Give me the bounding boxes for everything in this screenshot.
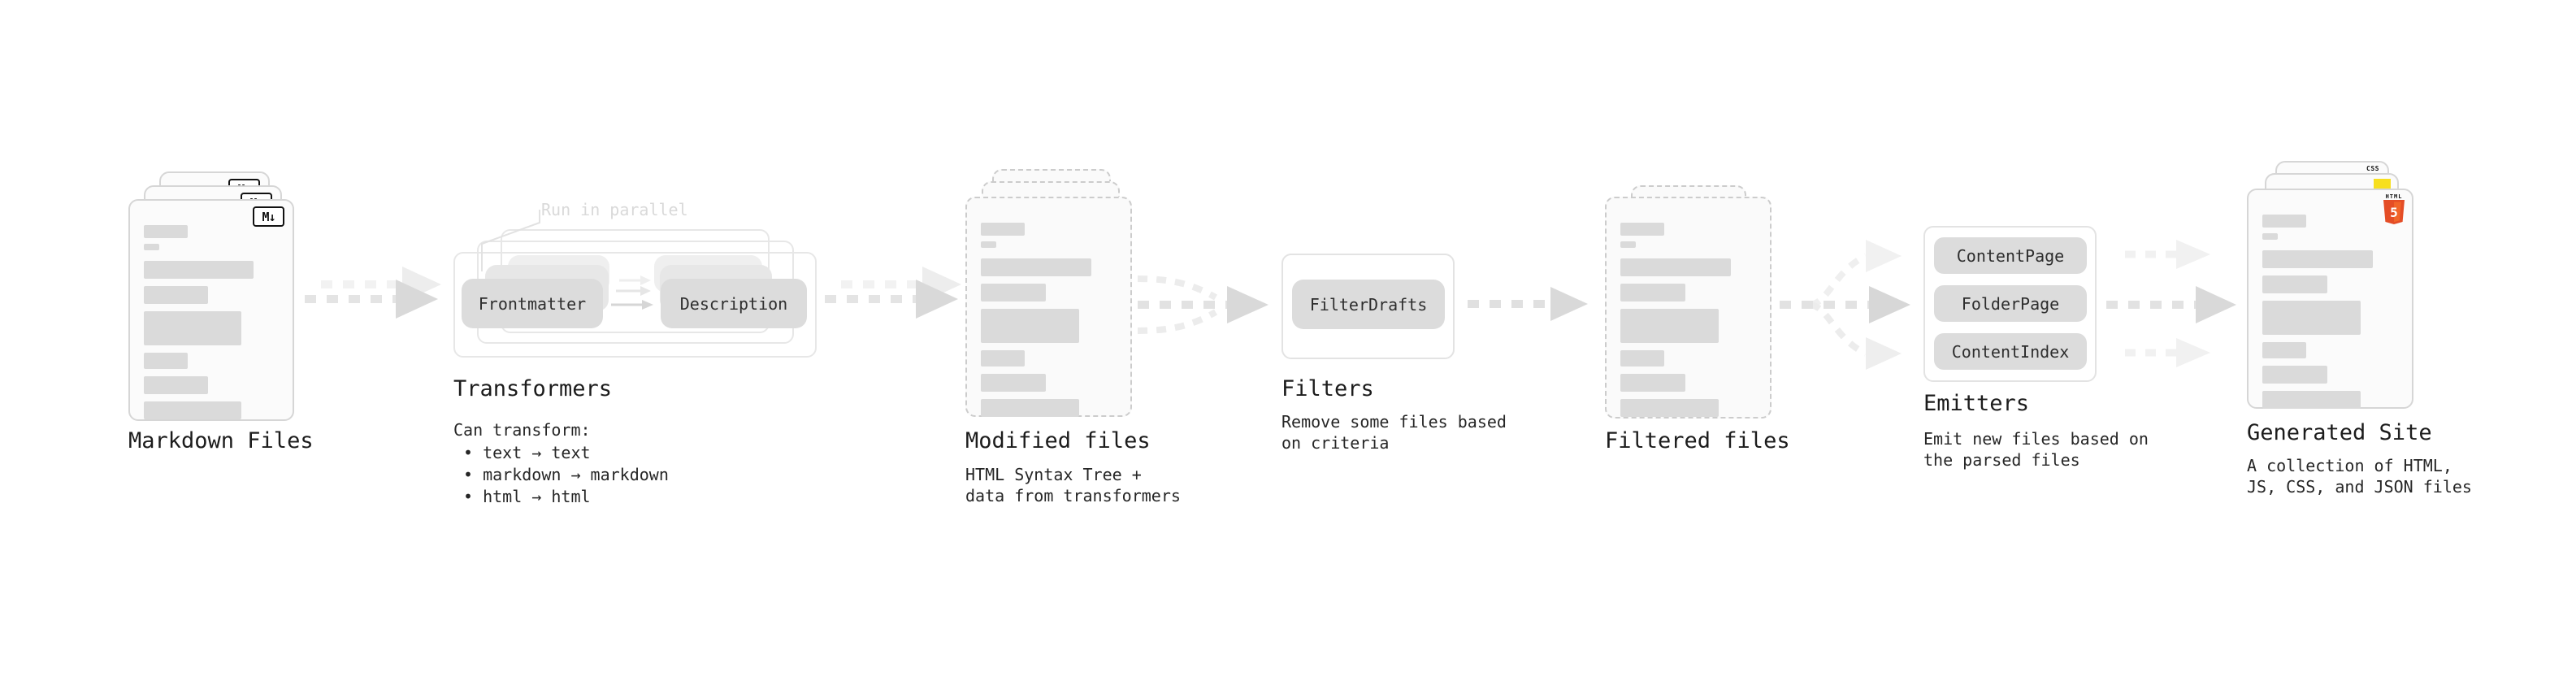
transformers-heading: Transformers: [453, 376, 613, 401]
emitters-heading: Emitters: [1923, 391, 2030, 416]
generated-site-heading: Generated Site: [2247, 420, 2432, 445]
transformers-bullet: • markdown → markdown: [463, 465, 669, 484]
transformers-bullet: • html → html: [463, 487, 591, 506]
generated-site-subtitle: JS, CSS, and JSON files: [2247, 477, 2472, 497]
filters-heading: Filters: [1281, 376, 1374, 401]
emitter-pill-contentpage: ContentPage: [1934, 237, 2087, 274]
filters-subtitle: on criteria: [1281, 433, 1390, 453]
emitters-frame: [1923, 226, 2097, 382]
transformer-pill-frontmatter: Frontmatter: [462, 279, 603, 328]
flow-arrow-stacked: [825, 267, 961, 319]
flow-arrows-parallel: [2106, 240, 2236, 367]
run-in-parallel-annotation: Run in parallel: [541, 200, 688, 219]
filtered-files-heading: Filtered files: [1605, 428, 1790, 453]
emitters-subtitle: Emit new files based on: [1923, 429, 2149, 449]
html5-icon: HTML 5: [2383, 193, 2405, 228]
emitter-pill-contentindex: ContentIndex: [1934, 333, 2087, 370]
generated-site-subtitle: A collection of HTML,: [2247, 456, 2452, 475]
filter-pill-filterdrafts: FilterDrafts: [1292, 280, 1445, 329]
document-text-placeholder: [2262, 215, 2400, 409]
modified-files-subtitle: data from transformers: [965, 486, 1181, 505]
modified-files-subtitle: HTML Syntax Tree +: [965, 465, 1142, 484]
markdown-files-heading: Markdown Files: [128, 428, 314, 453]
svg-text:5: 5: [2390, 205, 2398, 220]
emitter-pill-folderpage: FolderPage: [1934, 285, 2087, 322]
filters-frame: [1281, 254, 1455, 359]
document-text-placeholder: [144, 225, 281, 419]
transformers-note-title: Can transform:: [453, 420, 591, 440]
filtered-file-card-front: [1605, 197, 1772, 419]
callout-line: [481, 210, 540, 271]
markdown-file-card-front: M↓: [128, 199, 294, 421]
generated-html-card: HTML 5: [2247, 189, 2413, 409]
emitters-subtitle: the parsed files: [1923, 450, 2080, 470]
transformers-bullet: • text → text: [463, 443, 591, 462]
modified-file-card-front: [965, 197, 1132, 417]
markdown-icon: M↓: [253, 206, 284, 227]
flow-arrow-stacked: [305, 267, 441, 319]
transformer-frame-front: [453, 252, 817, 358]
document-text-placeholder: [1620, 223, 1759, 417]
document-text-placeholder: [981, 223, 1119, 417]
transformer-pill-description: Description: [661, 279, 807, 328]
flow-arrow-dashed: [1468, 287, 1588, 321]
flow-arrow-fanout: [1780, 240, 1910, 370]
filters-subtitle: Remove some files based: [1281, 412, 1507, 432]
flow-arrow-converge: [1137, 275, 1268, 334]
pill-flow-arrows: [611, 275, 653, 310]
modified-files-heading: Modified files: [965, 428, 1151, 453]
js-icon: [2374, 179, 2391, 189]
